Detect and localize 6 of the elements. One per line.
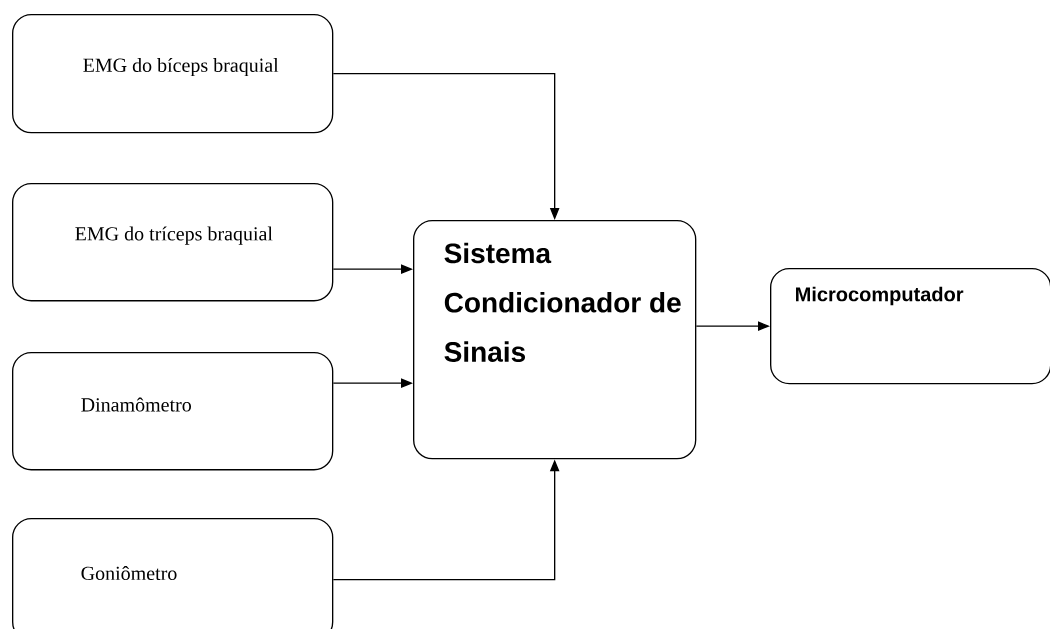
source-box: Goniômetro — [12, 518, 334, 629]
source-box: EMG do tríceps braquial — [12, 183, 334, 302]
source-box: EMG do bíceps braquial — [12, 14, 334, 134]
source-box: Dinamômetro — [12, 352, 334, 471]
process-box: Sistema Condicionador de Sinais — [413, 220, 697, 460]
output-box: Microcomputador — [770, 268, 1050, 385]
